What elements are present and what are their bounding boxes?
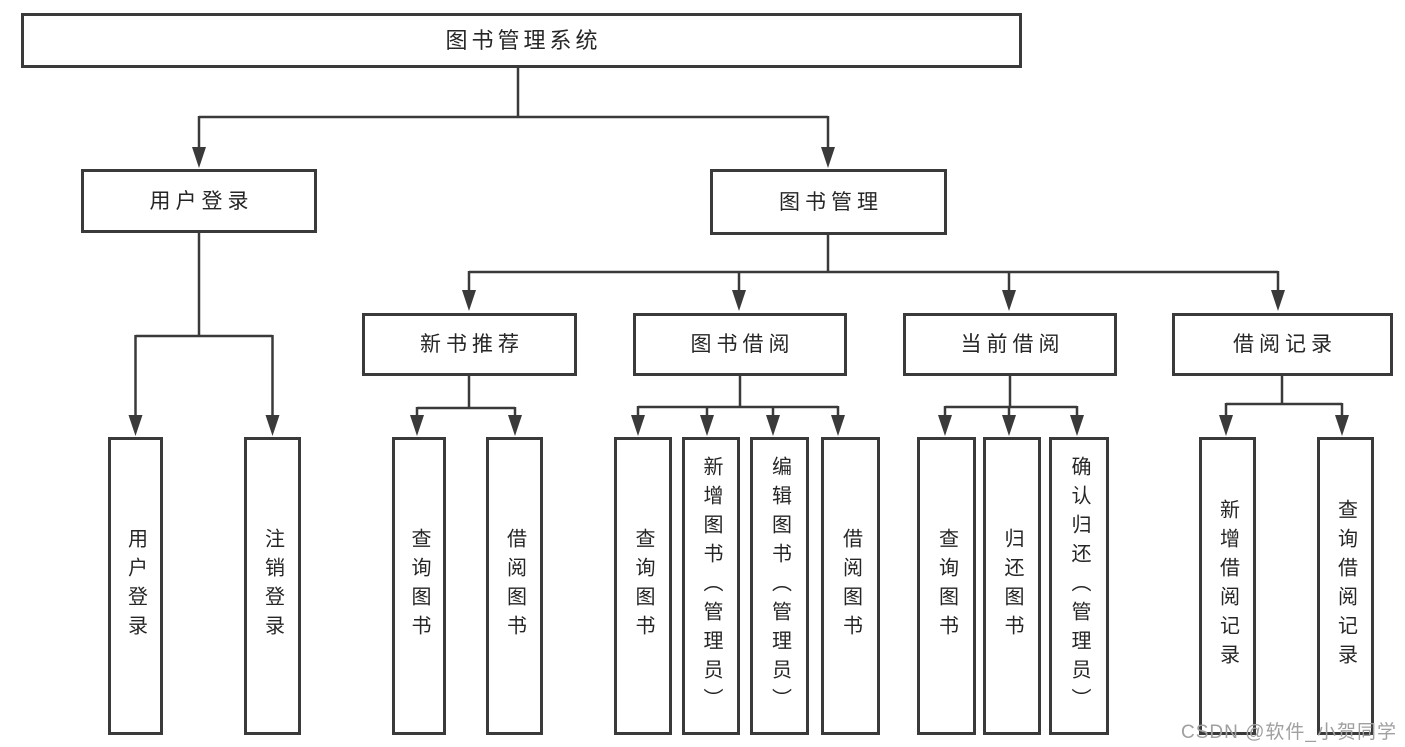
node-leaf-logout: 注销登录 bbox=[244, 437, 301, 735]
connector-new-book-rec-children bbox=[410, 375, 522, 436]
leaf-label: 查询图书 bbox=[408, 528, 430, 644]
leaf-label: 查询图书 bbox=[935, 528, 958, 644]
connector-borrow-records-children bbox=[1219, 375, 1349, 436]
leaf-label: 新增图书（管理员） bbox=[700, 455, 722, 717]
connector-root-to-level2 bbox=[192, 66, 835, 168]
leaf-label: 借阅图书 bbox=[503, 528, 526, 644]
node-leaf-confirm-return: 确认归还（管理员） bbox=[1049, 437, 1109, 735]
node-book-borrow: 图书借阅 bbox=[633, 313, 847, 376]
node-book-borrow-label: 图书借阅 bbox=[690, 333, 795, 356]
node-current-borrow-label: 当前借阅 bbox=[960, 333, 1065, 356]
node-root-label: 图书管理系统 bbox=[445, 27, 602, 53]
node-book-mgmt-label: 图书管理 bbox=[779, 190, 883, 214]
leaf-label: 新增借阅记录 bbox=[1216, 499, 1239, 673]
node-current-borrow: 当前借阅 bbox=[903, 313, 1117, 376]
node-user-login: 用户登录 bbox=[81, 169, 317, 233]
node-leaf-add-book: 新增图书（管理员） bbox=[682, 437, 740, 735]
leaf-label: 借阅图书 bbox=[839, 528, 862, 644]
node-leaf-query-record: 查询借阅记录 bbox=[1317, 437, 1374, 735]
connector-current-borrow-children bbox=[938, 375, 1084, 436]
arrowhead-icon bbox=[128, 415, 280, 436]
leaf-label: 编辑图书（管理员） bbox=[768, 455, 791, 717]
arrowhead-icon bbox=[938, 415, 1084, 436]
connector-book-mgmt-children bbox=[462, 234, 1285, 311]
leaf-label: 确认归还（管理员） bbox=[1068, 455, 1090, 717]
arrowhead-icon bbox=[410, 415, 522, 436]
leaf-label: 查询借阅记录 bbox=[1334, 499, 1357, 673]
node-leaf-user-login: 用户登录 bbox=[108, 437, 163, 735]
connector-user-login-children bbox=[128, 232, 280, 436]
node-leaf-edit-book: 编辑图书（管理员） bbox=[750, 437, 809, 735]
node-user-login-label: 用户登录 bbox=[149, 189, 254, 213]
arrowhead-icon bbox=[1219, 415, 1349, 436]
node-leaf-query-book-1: 查询图书 bbox=[392, 437, 446, 735]
node-leaf-query-book-2: 查询图书 bbox=[614, 437, 672, 735]
leaf-label: 注销登录 bbox=[261, 528, 284, 644]
leaf-label: 归还图书 bbox=[1001, 528, 1023, 644]
leaf-label: 查询图书 bbox=[632, 528, 654, 644]
arrowhead-icon bbox=[462, 290, 1285, 311]
node-leaf-borrow-book-2: 借阅图书 bbox=[821, 437, 880, 735]
node-leaf-return-book: 归还图书 bbox=[983, 437, 1041, 735]
node-leaf-borrow-book-1: 借阅图书 bbox=[486, 437, 543, 735]
node-root: 图书管理系统 bbox=[21, 13, 1022, 68]
leaf-label: 用户登录 bbox=[124, 528, 147, 644]
node-new-book-rec-label: 新书推荐 bbox=[420, 333, 524, 356]
node-leaf-query-book-3: 查询图书 bbox=[917, 437, 976, 735]
arrowhead-icon bbox=[192, 147, 835, 168]
node-leaf-add-record: 新增借阅记录 bbox=[1199, 437, 1256, 735]
node-borrow-records: 借阅记录 bbox=[1172, 313, 1393, 376]
connector-book-borrow-children bbox=[631, 375, 845, 436]
csdn-watermark: CSDN @软件_小贺同学 bbox=[1181, 722, 1397, 743]
node-borrow-records-label: 借阅记录 bbox=[1233, 333, 1337, 356]
node-new-book-rec: 新书推荐 bbox=[362, 313, 577, 376]
arrowhead-icon bbox=[631, 415, 845, 436]
node-book-mgmt: 图书管理 bbox=[710, 169, 947, 235]
